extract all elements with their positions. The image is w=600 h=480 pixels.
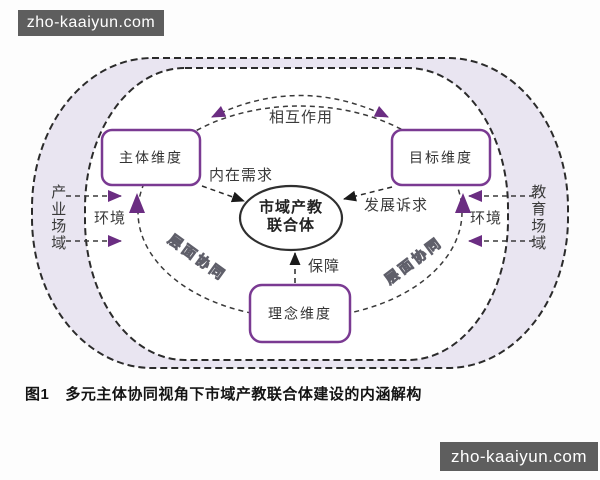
figure-title: 多元主体协同视角下市域产教联合体建设的内涵解构 [65,386,422,403]
center-entity-label: 市域产教 联合体 [259,199,323,235]
center-entity-line2: 联合体 [266,217,316,234]
concept-dimension-label: 理念维度 [268,305,332,322]
education-field-label: 教育场域 [529,184,547,252]
internal-demand-arrow [201,185,245,203]
watermark-top-text: zho-kaaiyun.com [26,14,156,31]
environment-label-right: 环境 [469,209,503,227]
industry-field-label: 产业场域 [49,184,67,252]
center-entity-line1: 市域产教 [258,199,324,216]
figure-caption: 图1 多元主体协同视角下市域产教联合体建设的内涵解构 [25,383,422,404]
goal-dimension-label: 目标维度 [409,149,473,166]
concept-dimension-box [248,283,352,344]
environment-label-left: 环境 [93,209,127,227]
watermark-bottom-text: zho-kaaiyun.com [450,446,587,466]
cycle-arrow-up-right-icon [455,193,471,213]
development-appeal-label: 发展诉求 [363,196,429,214]
watermark-top: zho-kaaiyun.com [18,10,164,36]
goal-dimension-box [390,128,492,187]
mutual-interaction-label: 相互作用 [268,108,334,126]
mutual-interaction-arc [211,94,389,118]
subject-dimension-box [100,128,202,187]
internal-demand-label: 内在需求 [208,166,274,184]
figure-number: 图1 [25,386,50,403]
subject-dimension-label: 主体维度 [119,149,183,166]
guarantee-label: 保障 [307,257,341,275]
cycle-arrow-up-left-icon [129,193,145,213]
center-entity-ellipse [238,184,344,252]
watermark-bottom: zho-kaaiyun.com [440,442,598,471]
